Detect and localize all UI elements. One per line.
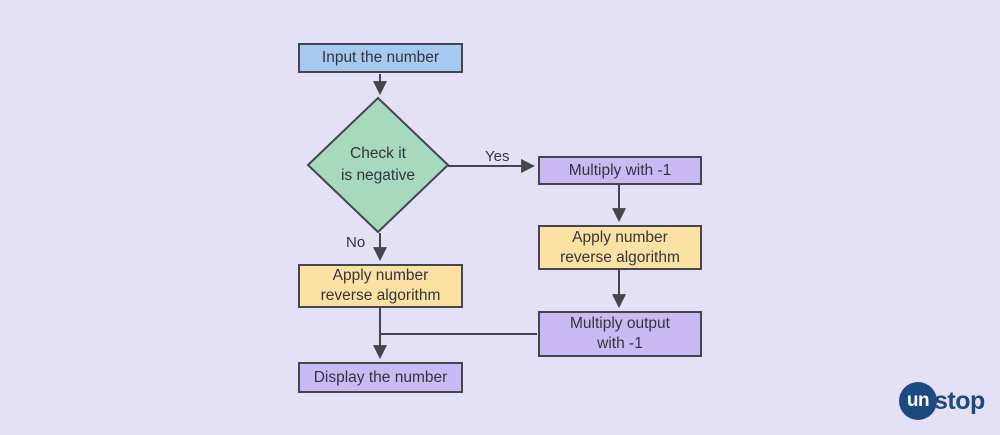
node-label: Display the number (313, 368, 448, 386)
node-line-2: reverse algorithm (320, 287, 441, 304)
node-line-2: with -1 (597, 335, 643, 352)
node-multiply-output-neg1: Multiply output with -1 (538, 311, 702, 357)
decision-line-2: is negative (340, 167, 416, 184)
unstop-logo: un stop (899, 382, 985, 420)
node-apply-reverse-left: Apply number reverse algorithm (298, 264, 463, 308)
node-line-1: Apply number (332, 267, 429, 284)
node-check-negative-label: Check it is negative (308, 97, 448, 233)
decision-diamond (306, 96, 450, 234)
node-line-1: Multiply output (570, 315, 670, 332)
node-apply-reverse-right: Apply number reverse algorithm (538, 225, 702, 270)
node-line-1: Apply number (572, 228, 668, 246)
edge-label-no: No (346, 234, 366, 251)
node-label: Input the number (321, 49, 440, 66)
node-line-2: reverse algorithm (560, 248, 680, 266)
node-label: Multiply with -1 (568, 161, 672, 179)
node-input-the-number: Input the number (298, 43, 463, 73)
unstop-logo-suffix: stop (934, 386, 985, 415)
unstop-logo-prefix: un (906, 390, 930, 411)
edge-label-yes: Yes (485, 148, 510, 165)
node-display-the-number: Display the number (298, 362, 463, 393)
unstop-logo-circle: un (899, 382, 937, 420)
decision-line-1: Check it (350, 145, 406, 162)
node-multiply-with-neg1: Multiply with -1 (538, 156, 702, 185)
